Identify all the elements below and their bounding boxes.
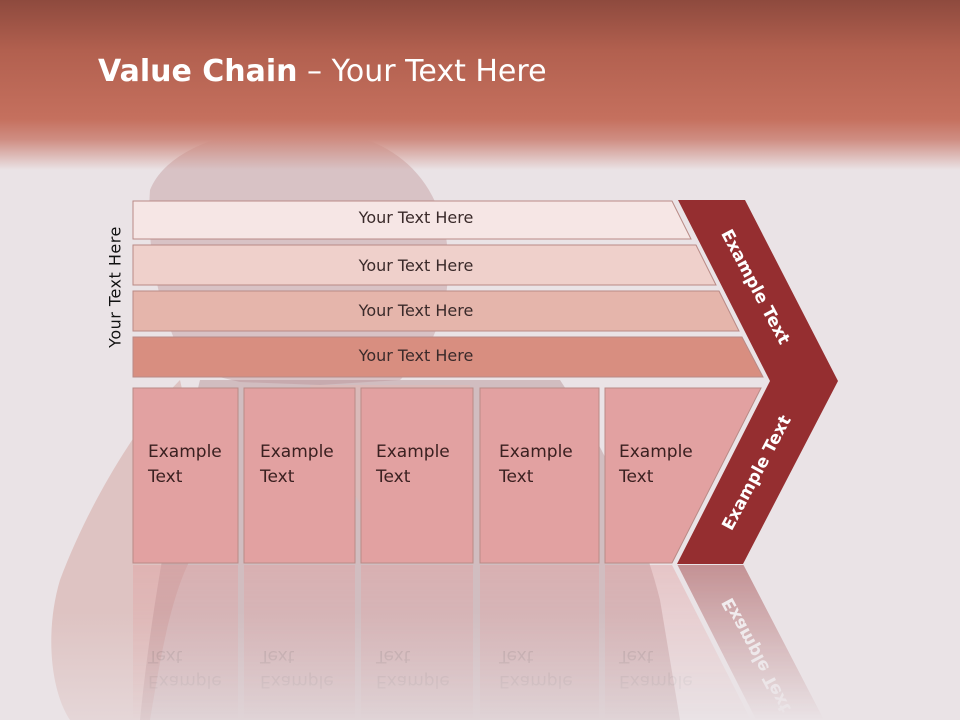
column-label-1: Example Text: [148, 440, 222, 490]
column-label-5-line2: Text: [619, 467, 654, 487]
column-label-5-line1: Example: [619, 442, 693, 462]
row-label-3: Your Text Here: [358, 301, 474, 320]
column-box-5: [604, 387, 762, 564]
title-rest: – Your Text Here: [297, 54, 547, 89]
column-label-2-line1: Example: [260, 442, 334, 462]
svg-text:Example: Example: [260, 671, 334, 691]
column-box-2: [243, 387, 356, 564]
chevron-arrow: [677, 200, 838, 564]
column-label-1-line2: Text: [148, 467, 183, 487]
row-label-1: Your Text Here: [358, 208, 474, 227]
svg-text:Example: Example: [619, 671, 693, 691]
svg-text:Text: Text: [259, 646, 295, 666]
column-box-1: [132, 387, 239, 564]
column-label-4-line1: Example: [499, 442, 573, 462]
row-label-4: Your Text Here: [358, 346, 474, 365]
row-bar-2: [132, 244, 717, 286]
reflection: Example Text Example Text Example Text E…: [133, 564, 824, 720]
header-band: [0, 0, 960, 170]
column-label-4: Example Text: [499, 440, 573, 490]
svg-text:Example: Example: [148, 671, 222, 691]
title-bold: Value Chain: [98, 54, 298, 89]
column-label-5: Example Text: [619, 440, 693, 490]
column-label-4-line2: Text: [499, 467, 534, 487]
svg-text:Text: Text: [375, 646, 411, 666]
column-label-3: Example Text: [376, 440, 450, 490]
column-label-2: Example Text: [260, 440, 334, 490]
svg-text:Example: Example: [499, 671, 573, 691]
column-label-1-line1: Example: [148, 442, 222, 462]
svg-text:Text: Text: [618, 646, 654, 666]
column-box-3: [360, 387, 474, 564]
row-bar-1: [132, 200, 692, 240]
row-bar-3: [132, 290, 740, 332]
column-label-2-line2: Text: [260, 467, 295, 487]
column-box-4: [479, 387, 600, 564]
svg-text:Text: Text: [147, 646, 183, 666]
column-label-3-line1: Example: [376, 442, 450, 462]
row-label-2: Your Text Here: [358, 256, 474, 275]
svg-text:Text: Text: [498, 646, 534, 666]
column-label-3-line2: Text: [376, 467, 411, 487]
svg-text:Example: Example: [376, 671, 450, 691]
slide-title: Value Chain – Your Text Here: [98, 54, 547, 89]
row-bar-4: [132, 336, 764, 378]
